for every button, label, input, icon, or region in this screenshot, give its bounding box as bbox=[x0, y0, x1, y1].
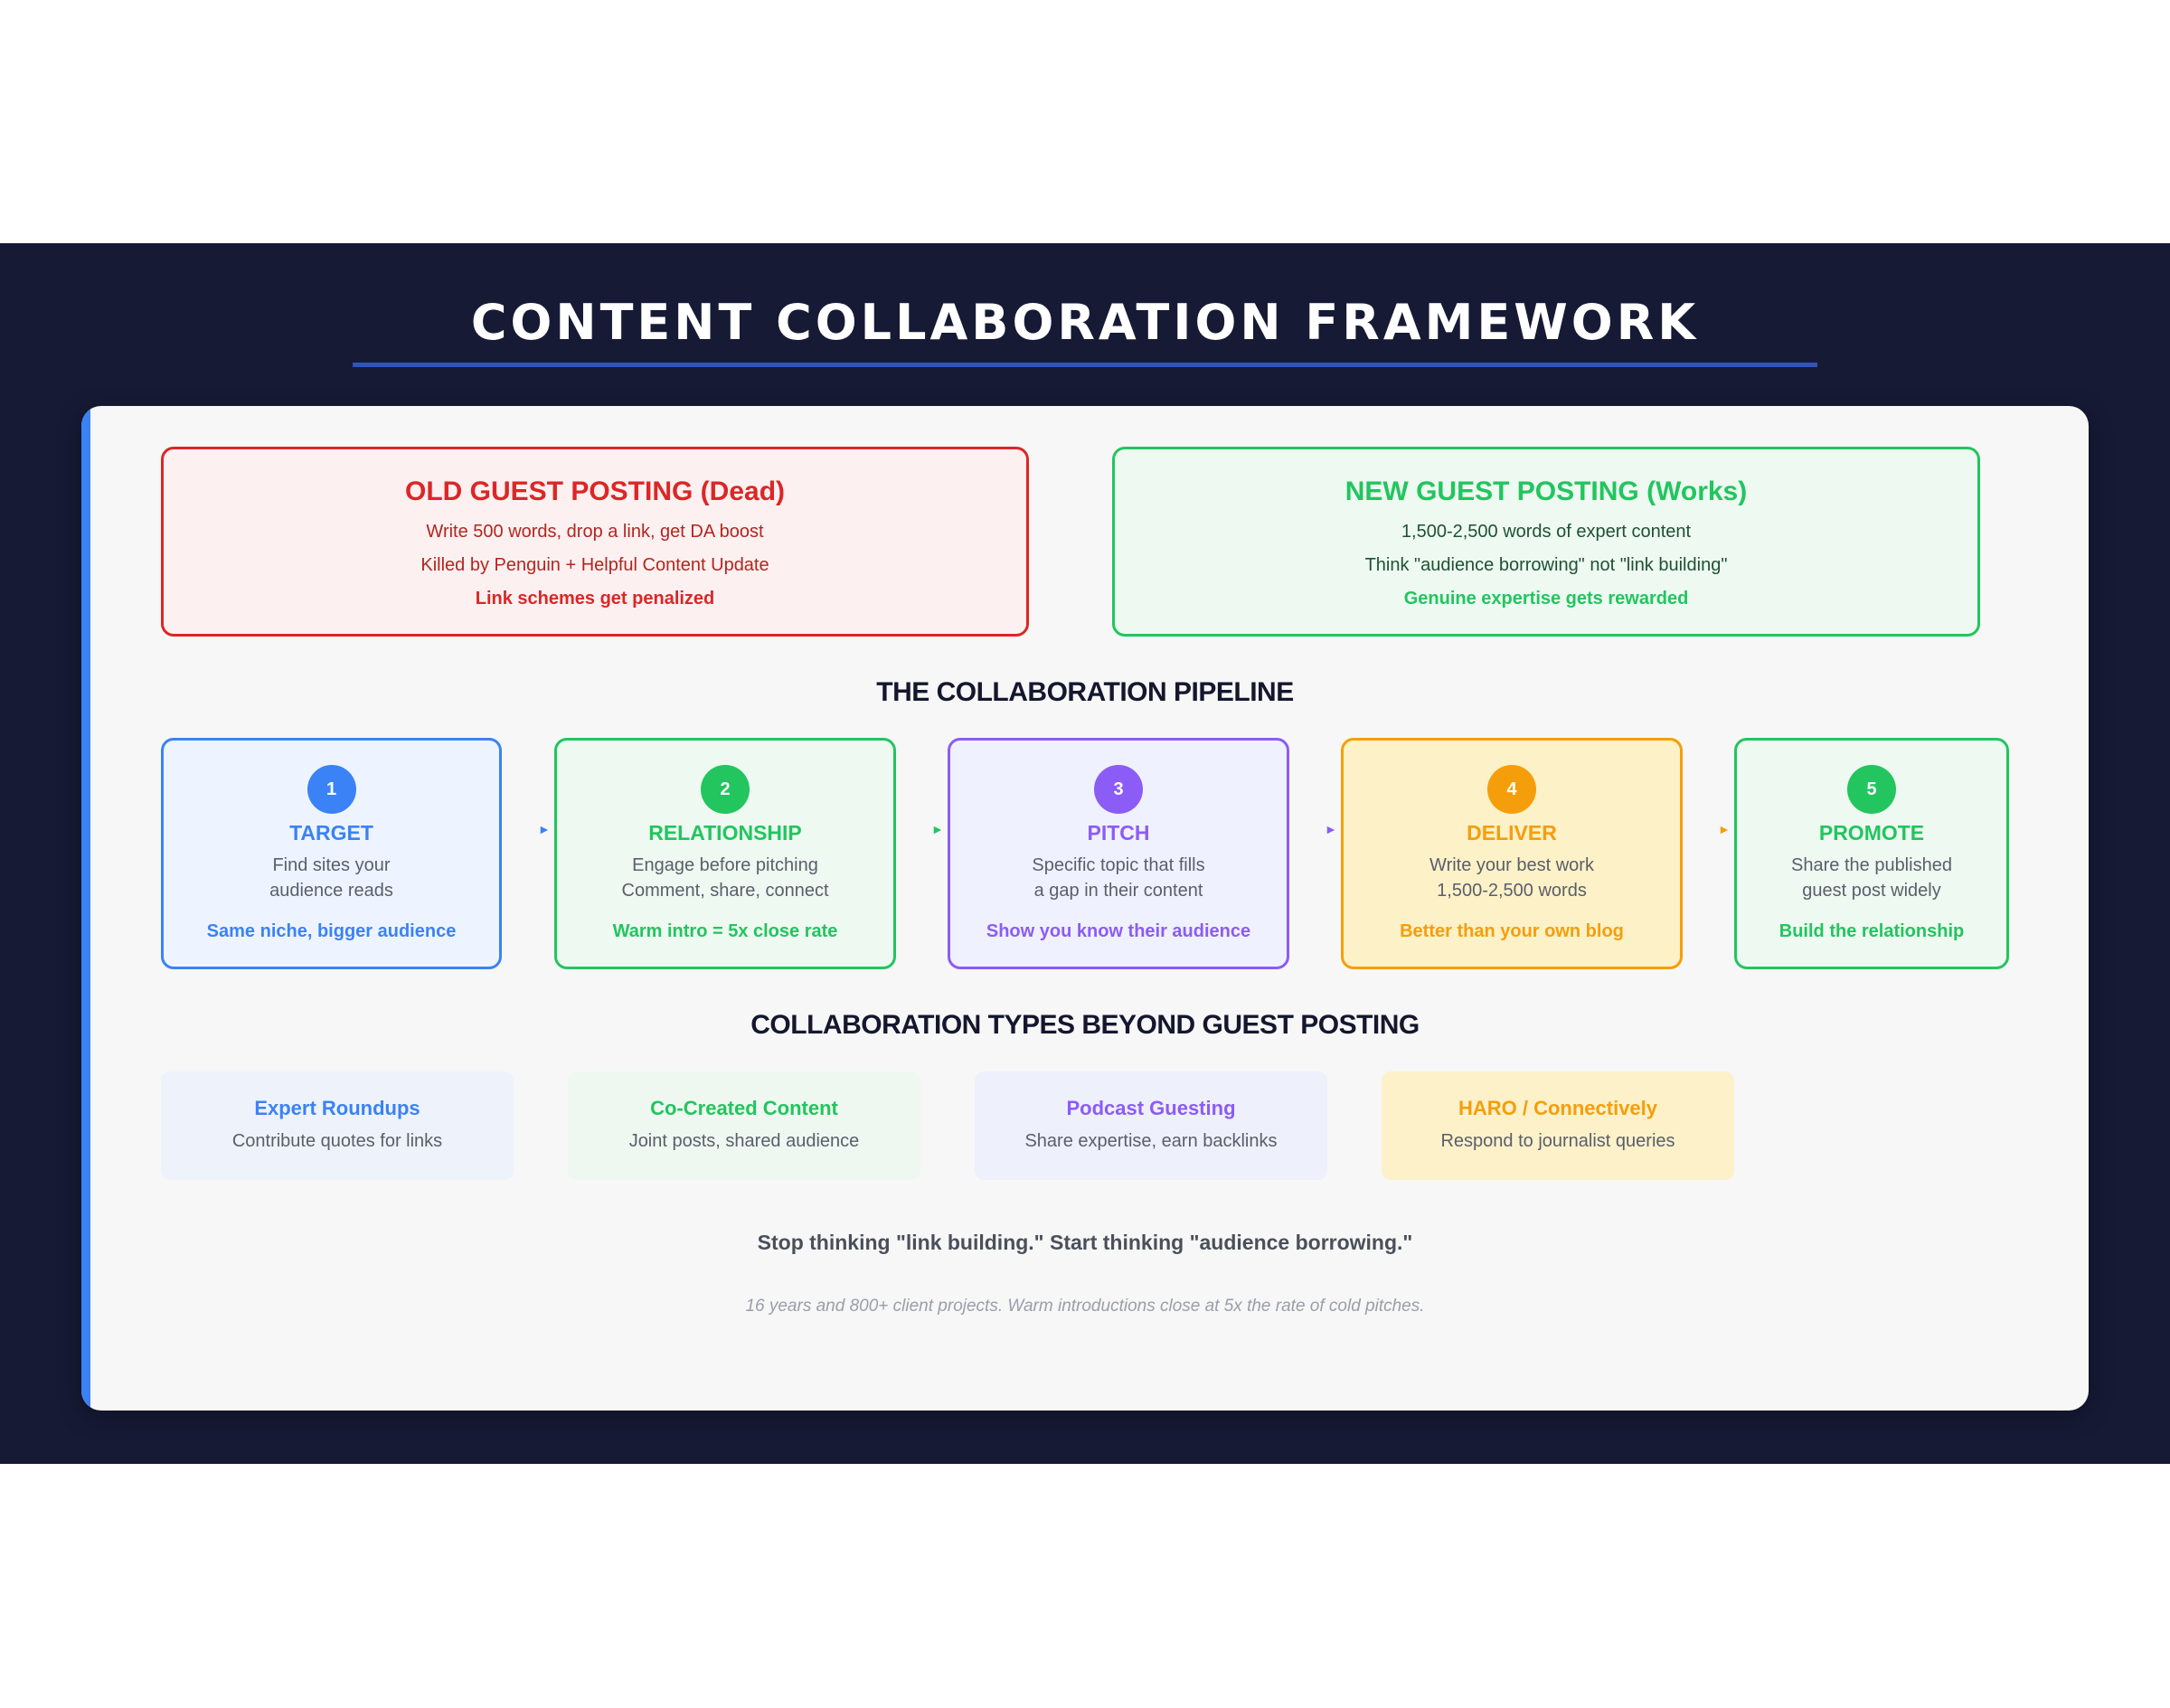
step-name: DELIVER bbox=[1467, 821, 1557, 845]
type-haro-connectively: HARO / Connectively Respond to journalis… bbox=[1382, 1071, 1734, 1180]
old-box-title: OLD GUEST POSTING (Dead) bbox=[404, 477, 786, 506]
arrow-right-icon: ► bbox=[1325, 822, 1337, 836]
type-description: Joint posts, shared audience bbox=[628, 1131, 860, 1151]
type-name: HARO / Connectively bbox=[1458, 1097, 1658, 1119]
step-tag: Build the relationship bbox=[1778, 921, 1965, 941]
type-name: Co-Created Content bbox=[650, 1097, 838, 1119]
step-tag: Better than your own blog bbox=[1400, 921, 1624, 941]
type-name: Podcast Guesting bbox=[1066, 1097, 1236, 1119]
type-description: Share expertise, earn backlinks bbox=[1024, 1131, 1278, 1151]
step-number-badge: 5 bbox=[1847, 765, 1896, 814]
old-box-highlight: Link schemes get penalized bbox=[475, 589, 715, 609]
pipeline-heading: THE COLLABORATION PIPELINE bbox=[876, 677, 1294, 707]
old-guest-posting-box: OLD GUEST POSTING (Dead) Write 500 words… bbox=[161, 447, 1029, 637]
new-box-title: NEW GUEST POSTING (Works) bbox=[1344, 477, 1748, 506]
card-accent-bar bbox=[81, 406, 90, 1411]
new-box-highlight: Genuine expertise gets rewarded bbox=[1403, 589, 1689, 609]
arrow-right-icon: ► bbox=[1718, 822, 1731, 836]
type-name: Expert Roundups bbox=[254, 1097, 420, 1119]
step-number-badge: 3 bbox=[1094, 765, 1143, 814]
step-name: RELATIONSHIP bbox=[648, 821, 802, 845]
framework-card: OLD GUEST POSTING (Dead) Write 500 words… bbox=[81, 406, 2089, 1411]
step-name: TARGET bbox=[289, 821, 373, 845]
footnote: 16 years and 800+ client projects. Warm … bbox=[745, 1297, 1425, 1316]
step-number-badge: 1 bbox=[307, 765, 356, 814]
step-number-badge: 4 bbox=[1487, 765, 1536, 814]
types-heading: COLLABORATION TYPES BEYOND GUEST POSTING bbox=[750, 1010, 1420, 1040]
type-description: Respond to journalist queries bbox=[1440, 1131, 1675, 1151]
new-guest-posting-box: NEW GUEST POSTING (Works) 1,500-2,500 wo… bbox=[1112, 447, 1980, 637]
step-number-badge: 2 bbox=[701, 765, 750, 814]
old-box-line: Write 500 words, drop a link, get DA boo… bbox=[426, 522, 764, 542]
new-box-line: Think "audience borrowing" not "link bui… bbox=[1364, 555, 1728, 575]
tagline: Stop thinking "link building." Start thi… bbox=[757, 1231, 1413, 1254]
type-description: Contribute quotes for links bbox=[231, 1131, 443, 1151]
arrow-right-icon: ► bbox=[538, 822, 551, 836]
step-tag: Same niche, bigger audience bbox=[206, 921, 457, 941]
step-tag: Warm intro = 5x close rate bbox=[612, 921, 838, 941]
type-podcast-guesting: Podcast Guesting Share expertise, earn b… bbox=[975, 1071, 1327, 1180]
step-name: PROMOTE bbox=[1818, 821, 1925, 845]
title-underline bbox=[353, 363, 1817, 367]
type-co-created-content: Co-Created Content Joint posts, shared a… bbox=[568, 1071, 920, 1180]
old-box-line: Killed by Penguin + Helpful Content Upda… bbox=[420, 555, 769, 575]
type-expert-roundups: Expert Roundups Contribute quotes for li… bbox=[161, 1071, 514, 1180]
page-title: CONTENT COLLABORATION FRAMEWORK bbox=[470, 294, 1700, 351]
new-box-line: 1,500-2,500 words of expert content bbox=[1401, 522, 1692, 542]
arrow-right-icon: ► bbox=[931, 822, 944, 836]
step-name: PITCH bbox=[1087, 821, 1150, 845]
step-tag: Show you know their audience bbox=[986, 921, 1251, 941]
